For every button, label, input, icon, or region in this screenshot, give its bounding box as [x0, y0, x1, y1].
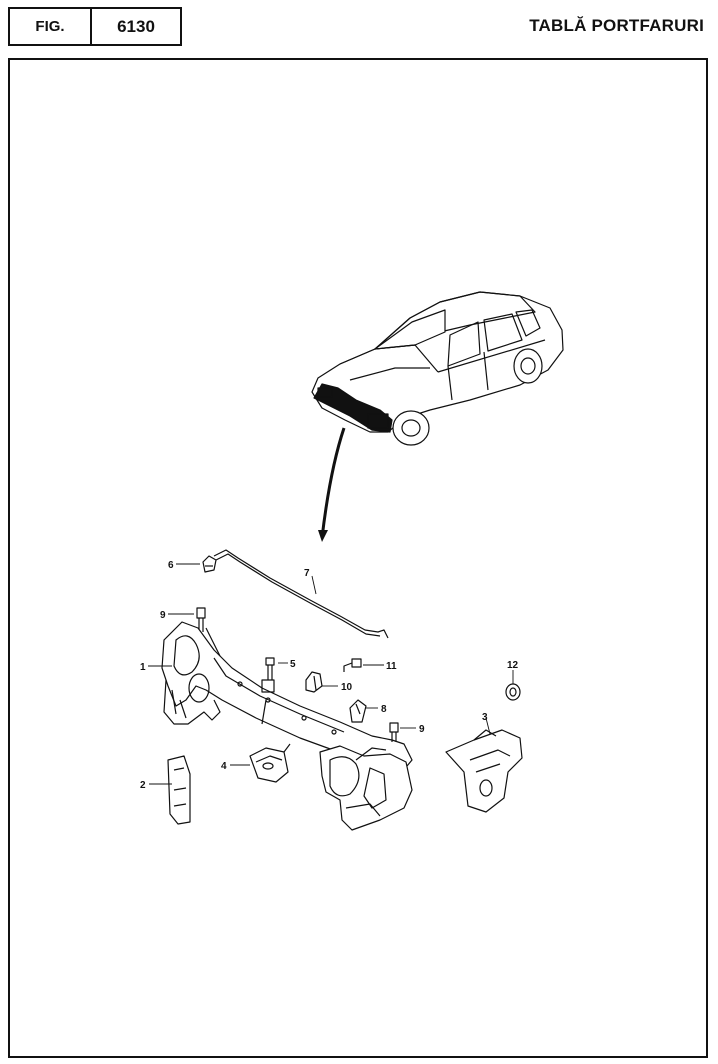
figure-id-box: FIG. 6130	[8, 7, 182, 46]
part-2-vertical-bracket	[167, 755, 191, 825]
part-8-clip	[349, 699, 367, 723]
fig-number: 6130	[117, 16, 155, 36]
car-illustration	[311, 291, 564, 446]
part-1-panel	[161, 621, 413, 831]
callout-10: 10	[341, 682, 353, 693]
callout-1: 1	[140, 662, 146, 673]
locator-arrow-head	[318, 530, 328, 542]
part-9-bolt-right	[389, 722, 399, 742]
part-3-side-bracket	[445, 729, 523, 813]
part-11-bolt	[343, 658, 362, 672]
callout-5: 5	[290, 659, 296, 670]
callout-7: 7	[304, 568, 310, 579]
callout-11: 11	[386, 661, 397, 672]
fig-label: FIG.	[10, 9, 92, 44]
part-12-grommet	[505, 683, 521, 701]
callout-8: 8	[381, 704, 387, 715]
callout-9-left: 9	[160, 610, 166, 621]
page-title: TABLĂ PORTFARURI	[529, 16, 704, 35]
part-5-screw	[265, 657, 275, 680]
callout-labels: 6 7 9 1 5 11 10 12 8 3 9 4 2	[140, 560, 519, 791]
part-10-latch	[305, 671, 323, 693]
callout-12: 12	[507, 660, 519, 671]
callout-4: 4	[221, 761, 227, 772]
part-6-clip	[202, 555, 217, 573]
callout-6: 6	[168, 560, 174, 571]
drawing-frame	[8, 58, 708, 1058]
part-7-rod	[213, 549, 389, 639]
part-4-bracket	[249, 743, 291, 783]
callout-2: 2	[140, 780, 146, 791]
locator-arrow	[320, 427, 346, 539]
callout-9-right: 9	[419, 724, 425, 735]
callout-3: 3	[482, 712, 488, 723]
